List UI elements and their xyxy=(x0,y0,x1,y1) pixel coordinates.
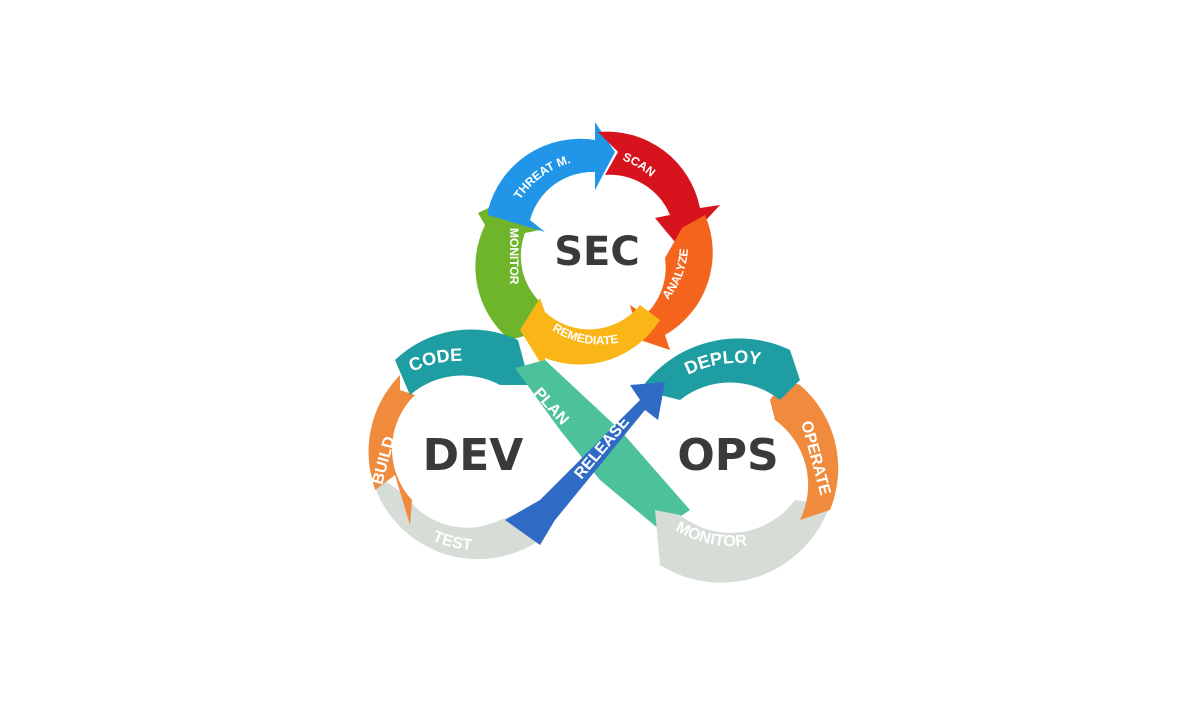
sec-center-label: SEC xyxy=(554,229,640,275)
devops-stage-deploy xyxy=(640,338,800,400)
sec-stage-monitor xyxy=(475,200,545,340)
devops-stage-monitor xyxy=(655,500,830,583)
dev-center-label: DEV xyxy=(423,430,524,481)
devops-stage-release xyxy=(505,382,665,545)
ops-center-label: OPS xyxy=(677,430,778,481)
devops-stage-operate xyxy=(770,380,839,520)
devops-stage-test xyxy=(370,470,540,560)
sec-stage-label-monitor: MONITOR xyxy=(507,228,521,285)
sec-stage-scan xyxy=(598,131,720,248)
sec-stage-remediate xyxy=(520,298,660,370)
devops-stage-code xyxy=(395,329,530,395)
sec-cycle: THREAT M. SCAN ANALYZE REMEDIATE MONITOR… xyxy=(475,122,720,370)
sec-stage-threat-modeling xyxy=(488,122,615,232)
devops-loop: CODE PLAN RELEASE DEPLOY OPERATE MONITOR… xyxy=(368,329,839,583)
devops-stage-build xyxy=(368,375,415,525)
